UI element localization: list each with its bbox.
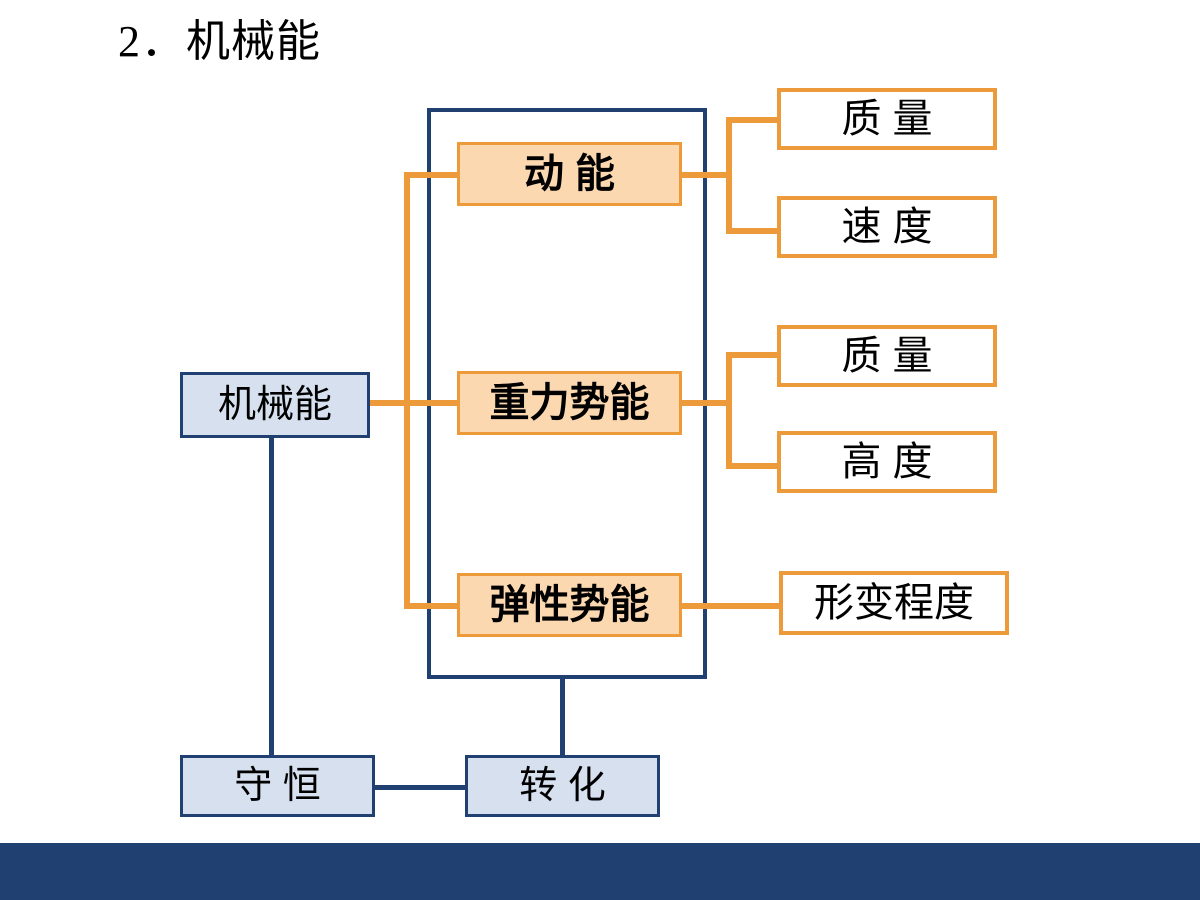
node-elastic-potential-energy[interactable]: 弹性势能 — [457, 573, 682, 637]
node-mechanical-energy[interactable]: 机械能 — [180, 372, 370, 438]
node-gravitational-potential-energy-label: 重力势能 — [489, 381, 650, 425]
connector-root-to-spine — [368, 400, 410, 406]
connector-gravity-bracket-vertical — [726, 352, 732, 469]
node-gravity-factor-mass-label: 质 量 — [841, 334, 933, 378]
node-kinetic-factor-mass[interactable]: 质 量 — [777, 88, 997, 150]
connector-spine-to-elastic — [404, 603, 462, 609]
connector-kinetic-to-speed — [726, 228, 780, 234]
connector-conservation-to-conversion — [373, 785, 466, 790]
connector-kinetic-stub — [679, 172, 732, 178]
node-conservation-label: 守 恒 — [234, 765, 321, 807]
connector-kinetic-bracket-vertical — [726, 117, 732, 234]
node-kinetic-factor-speed-label: 速 度 — [841, 205, 933, 249]
connector-gravity-stub — [679, 400, 732, 406]
node-elastic-potential-energy-label: 弹性势能 — [489, 583, 650, 627]
node-mechanical-energy-label: 机械能 — [217, 384, 332, 426]
connector-spine-to-kinetic — [404, 172, 462, 178]
node-elastic-factor-deformation[interactable]: 形变程度 — [779, 571, 1009, 635]
node-kinetic-factor-speed[interactable]: 速 度 — [777, 196, 997, 258]
energy-group-rectangle — [427, 108, 707, 679]
connector-group-to-conversion — [560, 678, 565, 757]
node-gravitational-potential-energy[interactable]: 重力势能 — [457, 371, 682, 435]
node-conversion[interactable]: 转 化 — [465, 755, 660, 817]
node-gravity-factor-mass[interactable]: 质 量 — [777, 325, 997, 387]
page-title: 2．机械能 — [118, 17, 321, 66]
node-kinetic-energy-label: 动 能 — [523, 152, 616, 196]
connector-root-to-conservation — [269, 437, 274, 757]
node-kinetic-energy[interactable]: 动 能 — [457, 142, 682, 206]
node-conservation[interactable]: 守 恒 — [180, 755, 375, 817]
connector-kinetic-to-mass — [726, 117, 780, 123]
connector-spine-to-gravity — [404, 400, 462, 406]
connector-branch-spine — [404, 172, 410, 609]
node-conversion-label: 转 化 — [519, 765, 606, 807]
connector-elastic-to-deformation — [679, 603, 782, 609]
connector-gravity-to-height — [726, 463, 780, 469]
connector-gravity-to-mass — [726, 352, 780, 358]
bottom-accent-band — [0, 843, 1200, 900]
node-gravity-factor-height-label: 高 度 — [841, 440, 933, 484]
node-elastic-factor-deformation-label: 形变程度 — [814, 581, 974, 625]
node-gravity-factor-height[interactable]: 高 度 — [777, 431, 997, 493]
node-kinetic-factor-mass-label: 质 量 — [841, 97, 933, 141]
